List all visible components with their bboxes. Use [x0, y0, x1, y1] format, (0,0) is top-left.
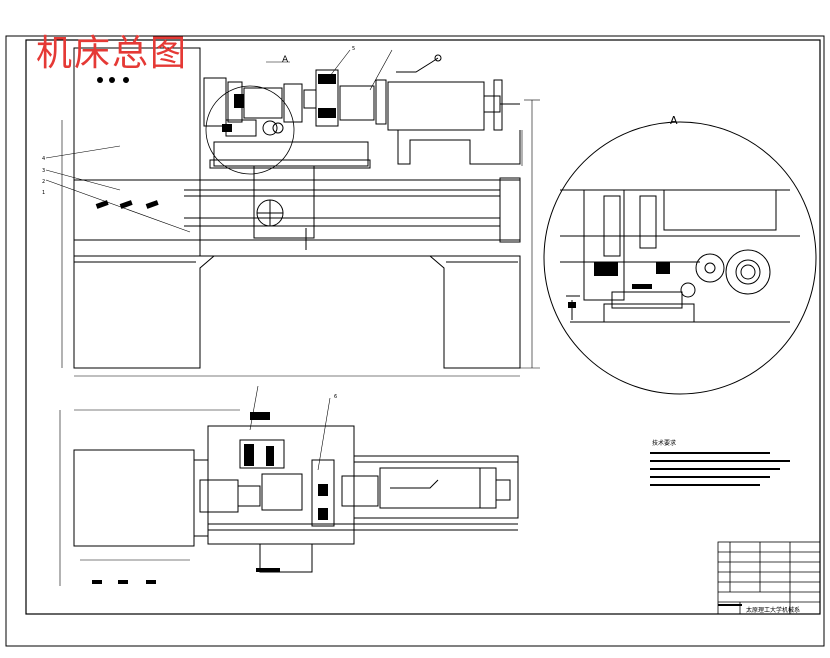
title-block — [717, 541, 821, 615]
callout-2: 2 — [42, 179, 45, 185]
detail-label-right: A — [670, 114, 678, 127]
callout-5: 5 — [352, 46, 355, 52]
notes-heading: 技术要求 — [652, 439, 676, 447]
top-view-dark-parts — [92, 412, 328, 584]
detail-a-view — [543, 121, 817, 395]
top-view — [59, 385, 519, 586]
callout-4: 4 — [42, 156, 45, 162]
detail-a-springs — [568, 262, 670, 308]
detail-label-top: A — [282, 55, 289, 65]
drawing-title: 机床总图 — [36, 33, 189, 74]
technical-notes — [650, 452, 790, 486]
title-block-fill — [718, 604, 742, 606]
front-view-dark-parts — [95, 74, 336, 209]
callout-6: 6 — [334, 394, 337, 400]
inner-border — [25, 39, 821, 615]
title-block-name: 太原理工大学机械系 — [746, 606, 800, 614]
callout-3: 3 — [42, 168, 45, 174]
outer-border — [5, 35, 825, 647]
front-view — [45, 47, 540, 377]
callout-1: 1 — [42, 190, 45, 196]
